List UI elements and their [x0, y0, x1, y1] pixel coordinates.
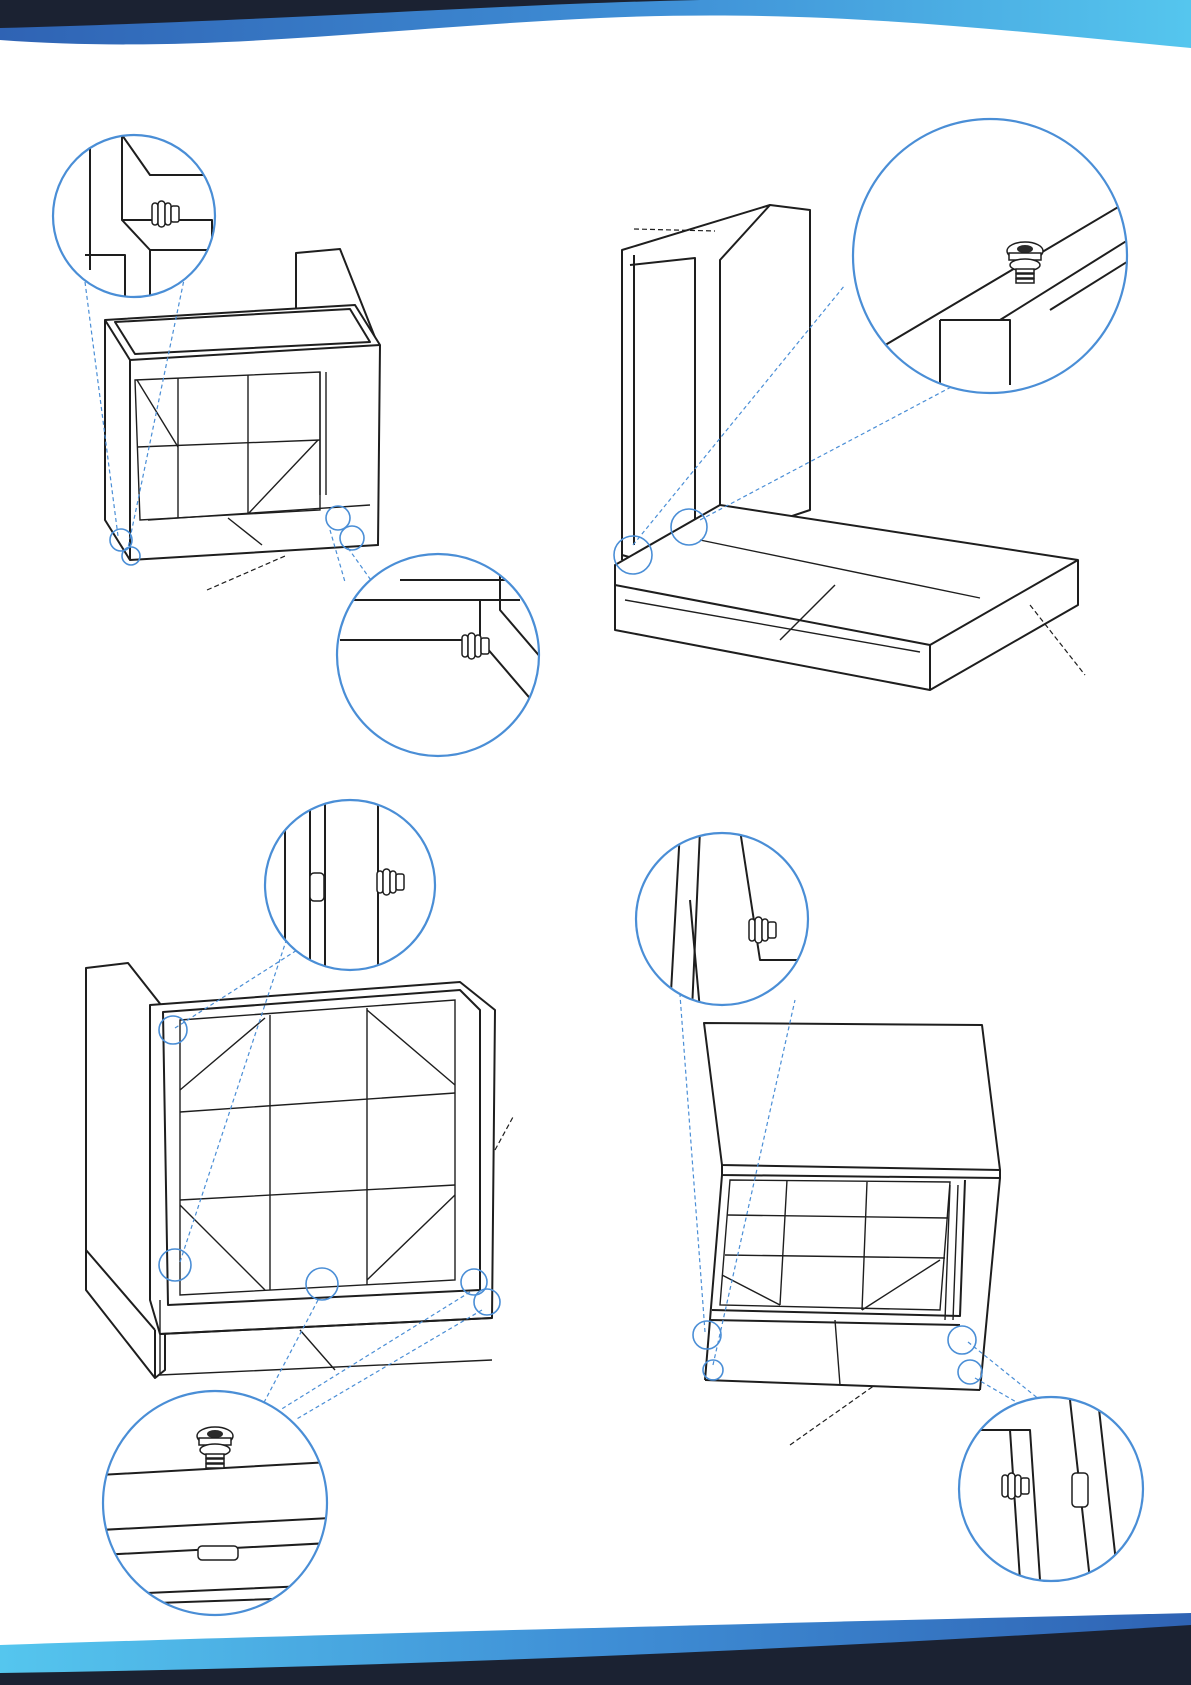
step-4-illustration — [636, 830, 1143, 1581]
detail-callout — [636, 833, 808, 1005]
top-panel — [704, 1023, 1000, 1170]
detail-callout — [265, 800, 435, 970]
detail-callout — [53, 135, 215, 297]
detail-callout — [959, 1397, 1143, 1581]
detail-callout — [853, 119, 1127, 393]
step-2-illustration — [614, 119, 1160, 690]
step-1-illustration — [53, 130, 560, 756]
detail-callout — [337, 554, 539, 756]
step-3-illustration — [86, 800, 513, 1615]
detail-callout — [103, 1391, 327, 1615]
